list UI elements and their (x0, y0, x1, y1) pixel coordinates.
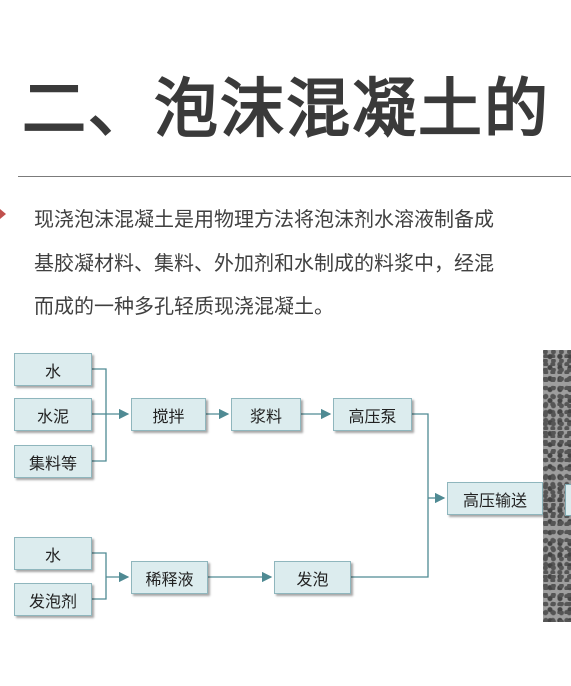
box-foaming: 发泡 (274, 561, 351, 594)
line-pump-to-convey (412, 413, 429, 498)
box-cement: 水泥 (14, 398, 92, 431)
paragraph-line-2: 基胶凝材料、集料、外加剂和水制成的料浆中，经混 (34, 251, 494, 275)
box-dilute: 稀释液 (131, 561, 208, 594)
page-title: 二、泡沫混凝土的 (22, 72, 550, 147)
box-water-2: 水 (14, 537, 92, 570)
box-water-1: 水 (14, 353, 92, 386)
paragraph-line-3: 而成的一种多孔轻质现浇混凝土。 (34, 294, 334, 318)
line-foam-to-convey (351, 498, 429, 578)
line-bottom-bracket (92, 552, 107, 600)
bullet-marker (0, 209, 6, 219)
paragraph-line-1: 现浇泡沫混凝土是用物理方法将泡沫剂水溶液制备成 (34, 207, 494, 231)
box-foam-agent: 发泡剂 (14, 583, 92, 616)
box-slurry: 浆料 (231, 398, 301, 431)
box-hp-convey: 高压输送 (447, 482, 543, 515)
next-box-edge (565, 484, 571, 516)
line-water-bracket (92, 368, 107, 462)
title-divider (18, 176, 571, 177)
box-mix: 搅拌 (131, 398, 206, 431)
box-hp-pump: 高压泵 (333, 398, 412, 431)
box-aggregate: 集料等 (14, 445, 92, 478)
